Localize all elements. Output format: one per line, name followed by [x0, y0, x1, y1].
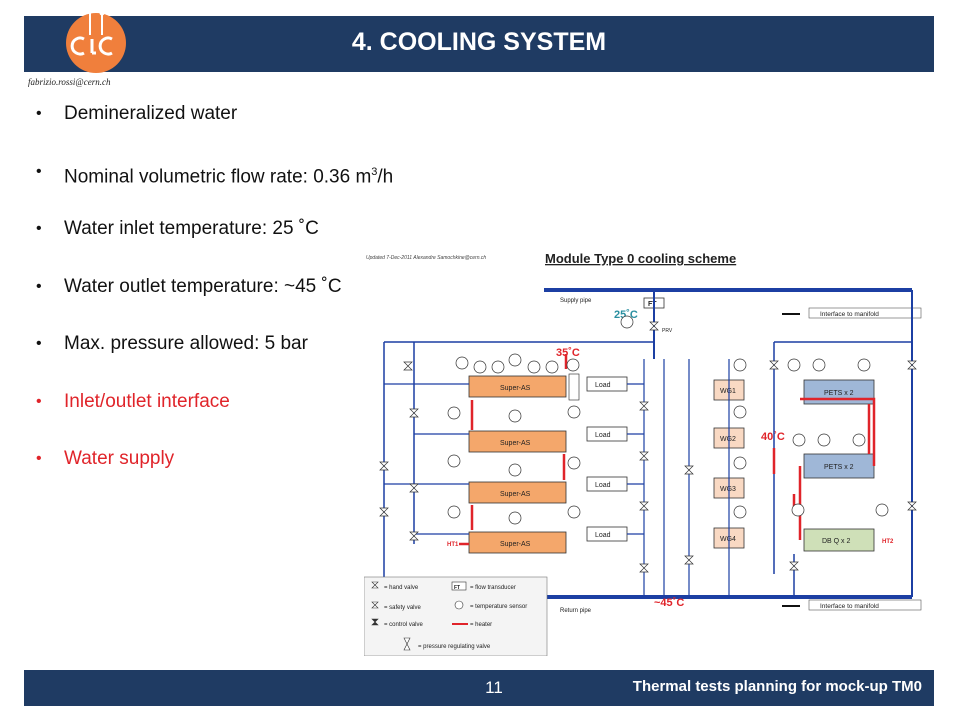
- svg-text:FT: FT: [648, 301, 657, 308]
- svg-text:WG1: WG1: [720, 388, 736, 395]
- svg-text:FT: FT: [454, 585, 460, 591]
- pets-boxes: PETS x 2 PETS x 2: [803, 379, 875, 479]
- diagram-title: Module Type 0 cooling scheme: [545, 251, 736, 266]
- bullet-item-water-supply: •Water supply: [36, 448, 175, 469]
- load-boxes: Load Load Load Load: [586, 376, 628, 542]
- temp-45: ~45˚C: [654, 597, 684, 609]
- author-email: fabrizio.rossi@cern.ch: [28, 77, 111, 87]
- svg-text:Super-AS: Super-AS: [500, 541, 531, 548]
- clic-logo: [66, 7, 126, 73]
- svg-text:PETS x 2: PETS x 2: [824, 464, 854, 471]
- super-as-stack: Super-AS Super-AS Super-AS Super-AS: [468, 375, 567, 554]
- cooling-scheme-diagram: Module Type 0 cooling scheme Updated 7-D…: [364, 251, 922, 656]
- svg-text:= control valve: = control valve: [384, 622, 424, 628]
- bullet-item: •Max. pressure allowed: 5 bar: [36, 333, 308, 354]
- bullet-item: •Water outlet temperature: ~45 ˚C: [36, 275, 342, 297]
- svg-text:Super-AS: Super-AS: [500, 385, 531, 392]
- supply-pipe-label: Supply pipe: [560, 298, 592, 304]
- diagram-updated: Updated 7-Dec-2011 Alexandre Samochkine@…: [366, 255, 486, 261]
- svg-text:Load: Load: [595, 432, 611, 439]
- svg-text:HT2: HT2: [882, 539, 894, 545]
- interface-label-bottom: Interface to manifold: [820, 603, 879, 610]
- interface-box-top: [808, 307, 922, 319]
- bullet-item: •Demineralized water: [36, 103, 238, 124]
- svg-text:PETS x 2: PETS x 2: [824, 390, 854, 397]
- header-bar: 4. COOLING SYSTEM: [24, 16, 934, 72]
- svg-text:= pressure regulating valve: = pressure regulating valve: [418, 644, 491, 650]
- svg-text:= temperature sensor: = temperature sensor: [470, 604, 527, 610]
- svg-text:= safety valve: = safety valve: [384, 605, 422, 611]
- bullet-list: •Demineralized water •Nominal volumetric…: [36, 100, 393, 503]
- svg-text:DB Q x 2: DB Q x 2: [822, 538, 851, 545]
- svg-text:WG2: WG2: [720, 436, 736, 443]
- svg-text:Load: Load: [595, 482, 611, 489]
- svg-text:= flow transducer: = flow transducer: [470, 585, 516, 591]
- footer-bar: 11 Thermal tests planning for mock-up TM…: [24, 670, 934, 706]
- svg-text:WG4: WG4: [720, 536, 736, 543]
- dbq-box: [803, 528, 875, 552]
- svg-text:WG3: WG3: [720, 486, 736, 493]
- bullet-item-interface: •Inlet/outlet interface: [36, 390, 230, 412]
- svg-text:Super-AS: Super-AS: [500, 440, 531, 447]
- temp-40: 40˚C: [761, 431, 785, 443]
- svg-text:Load: Load: [595, 382, 611, 389]
- slide-title: 4. COOLING SYSTEM: [351, 28, 607, 56]
- interface-label-top: Interface to manifold: [820, 311, 879, 318]
- footer-title: Thermal tests planning for mock-up TM0: [632, 678, 922, 695]
- bullet-item: •Water inlet temperature: 25 ˚C: [36, 218, 319, 239]
- svg-text:PRV: PRV: [662, 328, 673, 334]
- svg-text:Load: Load: [595, 532, 611, 539]
- page-number: 11: [485, 678, 503, 697]
- svg-text:Super-AS: Super-AS: [500, 491, 531, 498]
- svg-text:HT1: HT1: [447, 542, 459, 548]
- svg-text:= heater: = heater: [470, 622, 492, 628]
- diagram-legend: = hand valve = safety valve = control va…: [364, 576, 548, 656]
- bullet-item: •Nominal volumetric flow rate: 0.36 m3/h: [36, 162, 394, 187]
- wg-column: WG1 WG2 WG3 WG4: [713, 359, 745, 597]
- interface-box-bottom: [808, 599, 922, 611]
- temp-35: 35˚C: [556, 347, 580, 359]
- return-pipe-label: Return pipe: [560, 608, 592, 614]
- svg-text:= hand valve: = hand valve: [384, 585, 419, 591]
